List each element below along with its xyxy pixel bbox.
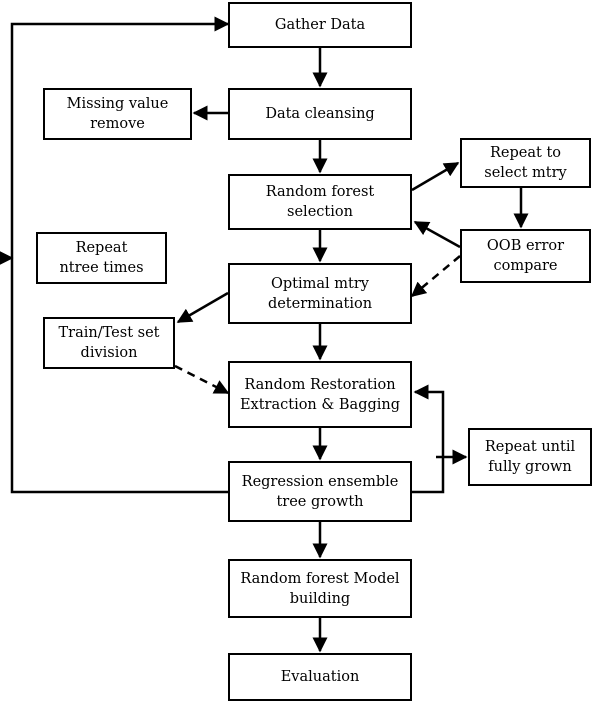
random-restoration-box: Random Restoration Extraction & Bagging [228,361,412,428]
evaluation-box: Evaluation [228,653,412,701]
random-forest-selection-box: Random forest selection [228,174,412,230]
train-test-box: Train/Test set division [43,317,175,369]
missing-value-box: Missing value remove [43,88,192,140]
arrow-train-test-to-restoration-dashed [174,364,230,395]
arrow-oob-to-optimal-dashed [410,255,461,297]
repeat-fully-grown-box: Repeat until fully grown [468,428,592,486]
arrow-oob-to-rf-selection [413,220,461,249]
rf-model-building-box: Random forest Model building [228,559,412,618]
regression-ensemble-box: Regression ensemble tree growth [228,461,412,522]
repeat-ntree-box: Repeat ntree times [36,232,167,284]
arrow-optimal-to-train-test [176,291,229,324]
oob-error-compare-box: OOB error compare [460,229,591,283]
optimal-mtry-box: Optimal mtry determination [228,263,412,324]
gather-data-box: Gather Data [228,2,412,48]
data-cleansing-box: Data cleansing [228,88,412,140]
repeat-select-mtry-box: Repeat to select mtry [460,138,591,188]
arrow-rf-selection-to-repeat-mtry [411,161,460,192]
loop-regression-to-restoration [412,384,445,494]
